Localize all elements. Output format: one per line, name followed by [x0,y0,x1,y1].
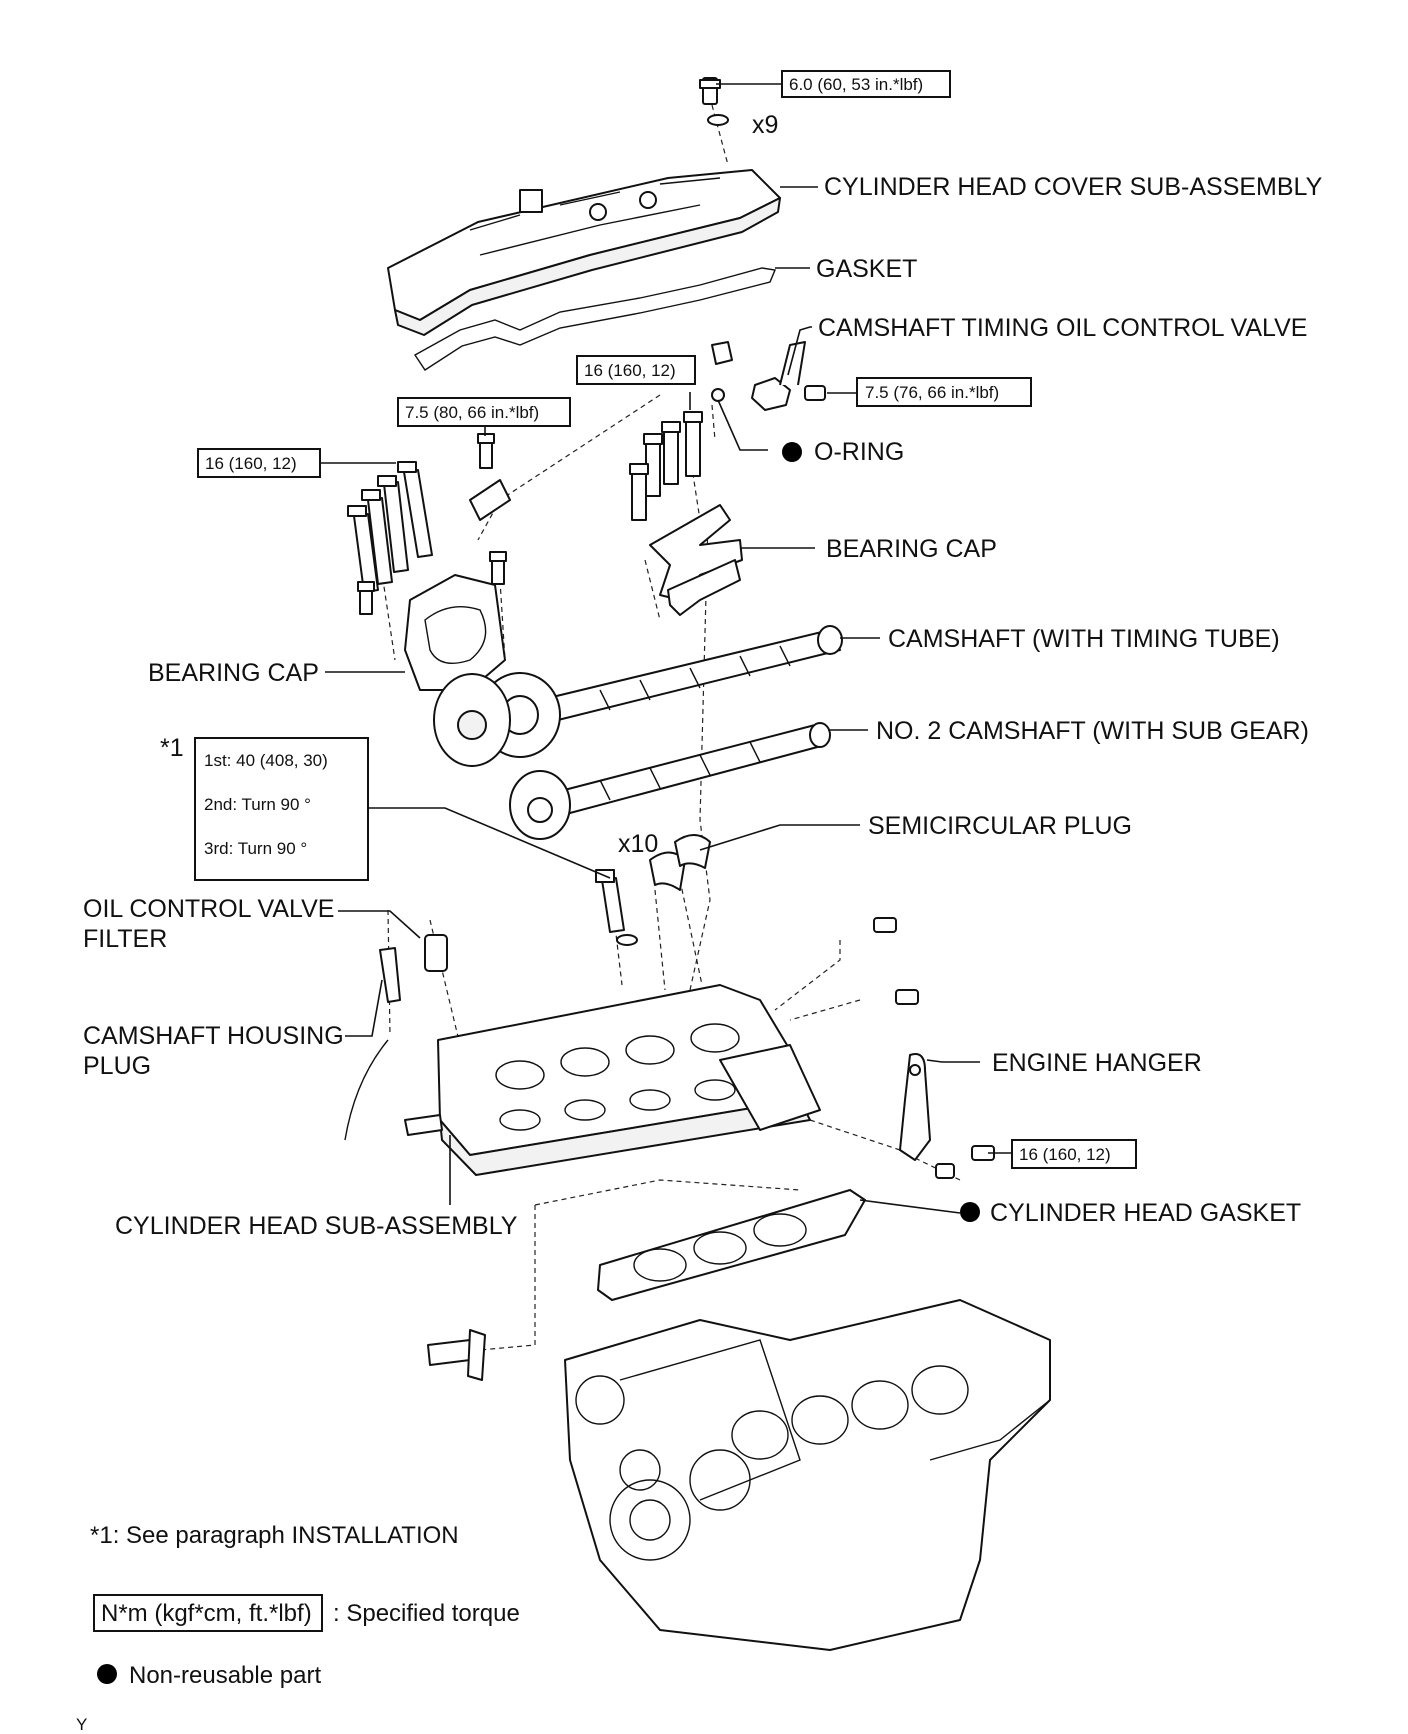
nonreusable-mark-oring [782,442,802,462]
torque-center-cap-bolt: 16 (160, 12) [576,355,696,385]
torque-center-cap-bolt-text: 16 (160, 12) [584,361,676,380]
head-bolt-spec-ref: *1 [160,734,184,762]
label-gasket: GASKET [816,255,917,283]
head-bolt-step-1: 1st: 40 (408, 30) [204,751,328,770]
legend-nonreusable-text: Non-reusable part [129,1662,321,1689]
torque-ocv-bolt: 7.5 (76, 66 in.*lbf) [856,377,1032,407]
sensor-drawing [427,1329,486,1381]
head-bolt-spec: *1 1st: 40 (408, 30) 2nd: Turn 90 ° 3rd:… [160,734,369,881]
left-bearing-cap-drawing [404,479,511,691]
right-bearing-cap-drawing [649,504,743,616]
torque-left-cap-bolt: 16 (160, 12) [197,448,321,478]
label-no2-camshaft: NO. 2 CAMSHAFT (WITH SUB GEAR) [876,717,1309,745]
bolts-drawing [347,411,995,1179]
torque-left-small-bolt: 7.5 (80, 66 in.*lbf) [397,397,571,427]
no2-camshaft-drawing [509,722,831,840]
label-housing-plug-line2: PLUG [83,1052,151,1080]
corner-code: Y [76,1715,87,1734]
small-parts-drawing [344,934,448,1141]
semicircular-plug-drawing [649,834,711,891]
leader-lines [320,83,1012,1214]
ocv-drawing [711,341,826,411]
nonreusable-mark-head-gasket [960,1202,980,1222]
torque-left-small-bolt-text: 7.5 (80, 66 in.*lbf) [405,403,539,422]
label-ocv-filter-line2: FILTER [83,925,167,953]
label-engine-hanger: ENGINE HANGER [992,1049,1202,1077]
engine-hanger-drawing [899,1053,931,1161]
cylinder-head-cover-drawing [387,77,781,336]
camshaft-drawing [433,625,843,767]
torque-cover-bolt-text: 6.0 (60, 53 in.*lbf) [789,75,923,94]
legend-torque-desc: : Specified torque [333,1600,520,1627]
torque-cover-bolt: 6.0 (60, 53 in.*lbf) [781,70,951,98]
label-bearing-cap-right: BEARING CAP [826,535,997,563]
label-bearing-cap-left: BEARING CAP [148,659,319,687]
label-camshaft: CAMSHAFT (WITH TIMING TUBE) [888,625,1280,653]
cylinder-head-drawing [404,984,821,1176]
label-ocv-filter-line1: OIL CONTROL VALVE [83,895,334,923]
cover-bolt-quantity: x9 [752,111,778,139]
label-cylinder-head-gasket: CYLINDER HEAD GASKET [990,1199,1301,1227]
cover-gasket-drawing [413,267,776,371]
torque-ocv-bolt-text: 7.5 (76, 66 in.*lbf) [865,383,999,402]
head-bolt-step-3: 3rd: Turn 90 ° [204,839,307,858]
head-bolt-quantity: x10 [618,830,658,858]
engine-block-drawing [564,1299,1051,1651]
legend-installation-note: *1: See paragraph INSTALLATION [90,1522,459,1549]
head-bolt-step-2: 2nd: Turn 90 ° [204,795,311,814]
torque-left-cap-bolt-text: 16 (160, 12) [205,454,297,473]
legend-nonreusable-mark [97,1664,117,1684]
cylinder-head-gasket-drawing [597,1189,866,1301]
label-ocv: CAMSHAFT TIMING OIL CONTROL VALVE [818,314,1307,342]
label-o-ring: O-RING [814,438,904,466]
label-housing-plug-line1: CAMSHAFT HOUSING [83,1022,344,1050]
label-semicircular-plug: SEMICIRCULAR PLUG [868,812,1132,840]
torque-hanger-bolt-text: 16 (160, 12) [1019,1145,1111,1164]
label-cylinder-head-cover: CYLINDER HEAD COVER SUB-ASSEMBLY [824,173,1323,201]
label-cylinder-head-sub-assembly: CYLINDER HEAD SUB-ASSEMBLY [115,1212,518,1240]
legend-torque-unit: N*m (kgf*cm, ft.*lbf) [101,1600,312,1627]
legend: *1: See paragraph INSTALLATION N*m (kgf*… [76,1522,520,1734]
torque-hanger-bolt: 16 (160, 12) [1011,1139,1137,1169]
